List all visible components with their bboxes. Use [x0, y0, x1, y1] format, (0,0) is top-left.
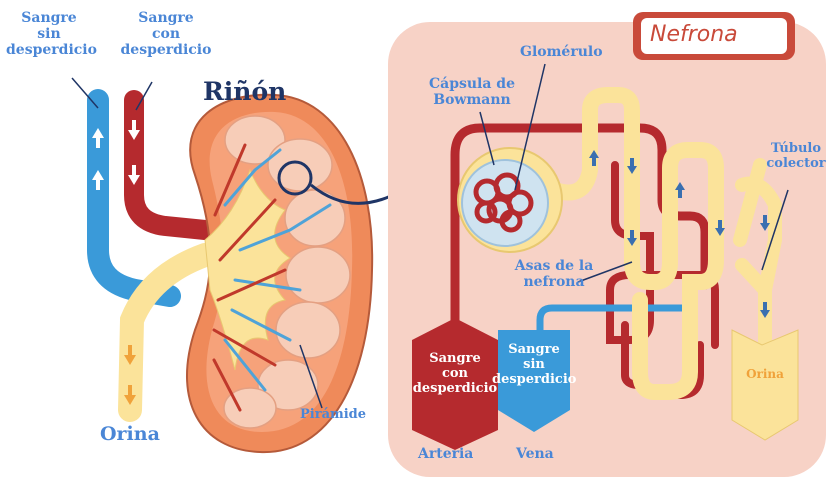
- label-artery: Arteria: [418, 446, 473, 462]
- label-urine-right: Orina: [735, 368, 795, 382]
- label-collecting-tubule: Túbulo colector: [763, 142, 829, 172]
- label-vein: Vena: [516, 446, 554, 462]
- label-blood-waste-right: Sangre con desperdicio: [406, 352, 504, 397]
- kidney-title: Riñón: [203, 78, 286, 107]
- label-loops: Asas de la nefrona: [502, 258, 606, 290]
- label-bowman: Cápsula de Bowmann: [412, 76, 532, 108]
- nephron-title: Nefrona: [650, 22, 738, 47]
- label-urine-left: Orina: [100, 424, 160, 446]
- label-glomerulus: Glomérulo: [520, 44, 603, 60]
- label-blood-clean-right: Sangre sin desperdicio: [492, 343, 576, 388]
- label-pyramid: Pirámide: [300, 408, 366, 423]
- kidney-illustration: [72, 78, 420, 452]
- label-blood-clean-left: Sangre sin desperdicio: [6, 10, 92, 58]
- label-blood-waste-left: Sangre con desperdicio: [118, 10, 214, 58]
- urine-block: [732, 330, 798, 440]
